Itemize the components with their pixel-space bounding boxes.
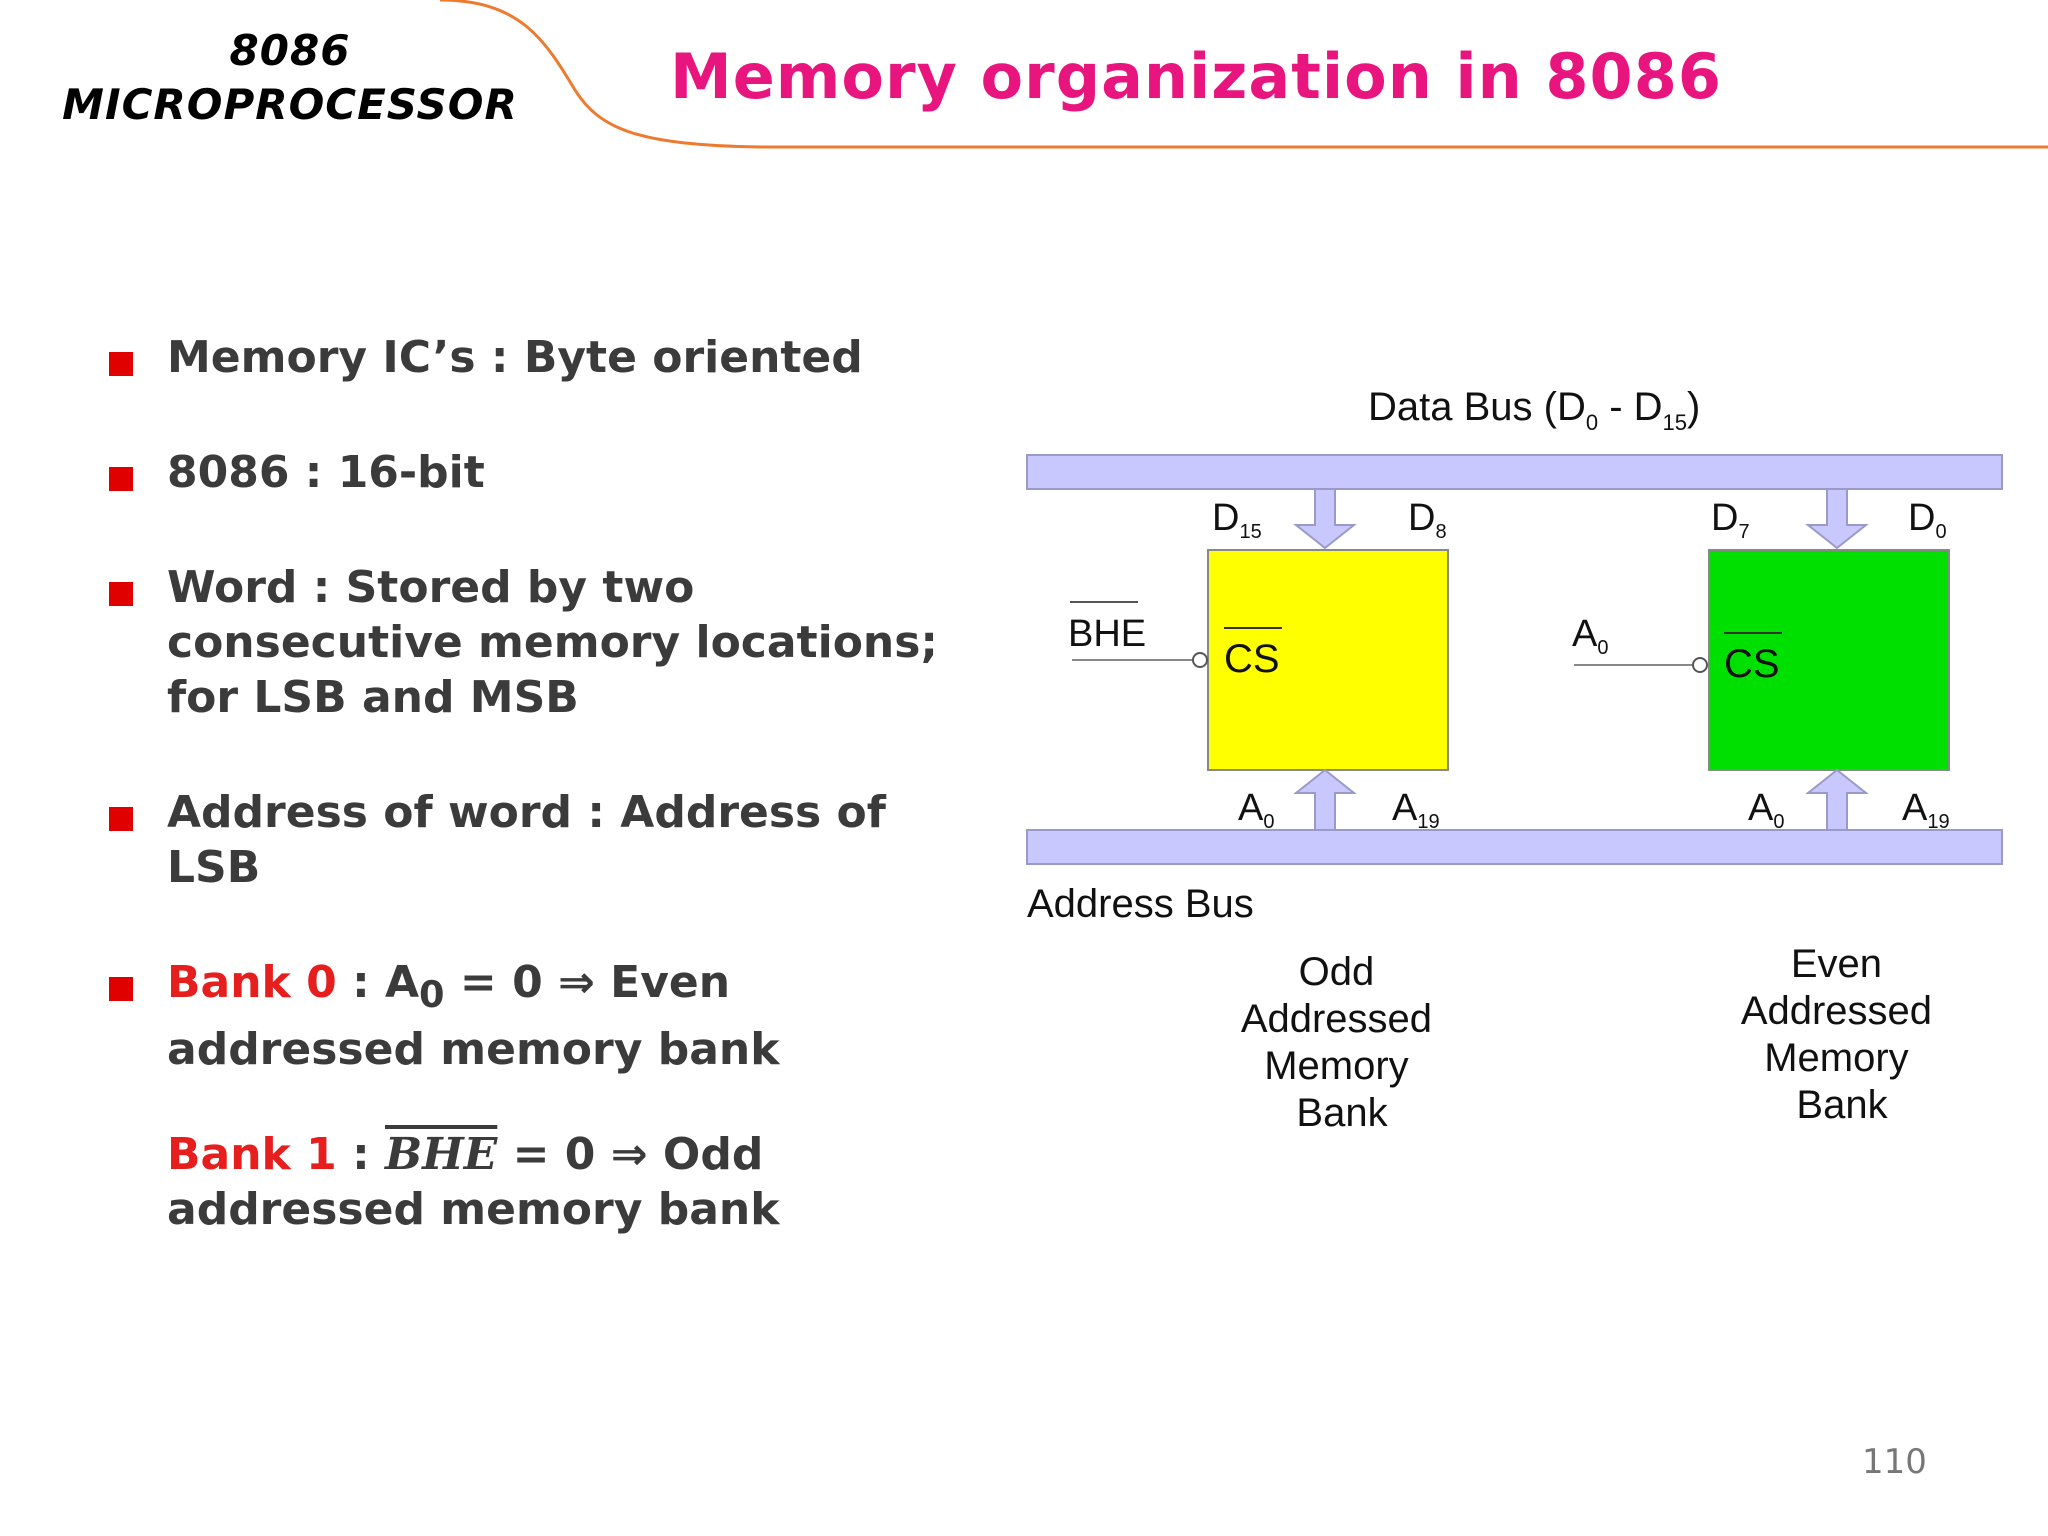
bullet-square-icon: [109, 807, 133, 831]
memory-bank-diagram: Data Bus (D0 - D15) Address Bus D15 D8 A…: [1026, 385, 2003, 1135]
odd-a19-label: A19: [1392, 787, 1440, 833]
bank-1-rest: = 0 ⇒ Odd addressed memory bank: [167, 1128, 780, 1235]
even-bank-caption: Even Addressed Memory Bank: [1741, 942, 1943, 1127]
brand-line-2: MICROPROCESSOR: [62, 80, 518, 129]
odd-bhe-label: BHE: [1068, 613, 1146, 655]
bullet-square-icon: [109, 977, 133, 1001]
odd-bank-chip: [1207, 549, 1449, 771]
page-number: 110: [1862, 1442, 1927, 1482]
even-address-arrow: [1805, 768, 1869, 831]
data-bus-label: Data Bus (D0 - D15): [1368, 385, 1700, 435]
even-a0-select-label: A0: [1572, 613, 1608, 659]
bank-0-subscript: 0: [419, 972, 445, 1016]
odd-d15-label: D15: [1212, 497, 1262, 543]
bullet-text: 8086 : 16-bit: [167, 447, 485, 498]
bank-0-label: Bank 0: [167, 957, 337, 1008]
bullet-list: Memory IC’s : Byte oriented 8086 : 16-bi…: [105, 330, 985, 1297]
odd-bhe-inverter-icon: [1192, 652, 1208, 668]
bullet-text: Address of word : Address of LSB: [167, 787, 886, 893]
even-data-arrow: [1805, 488, 1869, 550]
odd-data-arrow: [1293, 488, 1357, 550]
odd-a0-label: A0: [1238, 787, 1274, 833]
bank-0-rest: = 0 ⇒ Even addressed memory bank: [167, 957, 780, 1075]
address-bus: [1026, 829, 2003, 865]
odd-bank-caption: Odd Addressed Memory Bank: [1241, 950, 1443, 1135]
bullet-item-bank-0: Bank 0 : A0 = 0 ⇒ Even addressed memory …: [105, 955, 985, 1237]
odd-cs-label: CS: [1224, 637, 1280, 681]
bank-0-colon: : A: [336, 957, 420, 1008]
even-a19-label: A19: [1902, 787, 1950, 833]
bank-1-colon: :: [336, 1128, 385, 1180]
even-a0-inverter-icon: [1692, 657, 1708, 673]
even-d7-label: D7: [1711, 497, 1750, 543]
bullet-item: Memory IC’s : Byte oriented: [105, 330, 985, 385]
header-curve: [439, 0, 2048, 149]
odd-d8-label: D8: [1408, 497, 1447, 543]
odd-memory-bank: D15 D8 A0 A19 BHE CS Odd Addressed Memor…: [1068, 488, 1449, 1135]
even-memory-bank: D7 D0 A0 A19 A0 CS Even Addressed Memory…: [1572, 488, 1950, 1127]
address-bus-label: Address Bus: [1027, 882, 1254, 926]
even-d0-label: D0: [1908, 497, 1947, 543]
even-a0-label: A0: [1748, 787, 1784, 833]
bank-1-signal: BHE: [384, 1128, 498, 1180]
bank-1-label: Bank 1: [167, 1128, 337, 1180]
brand-line-1: 8086: [229, 26, 351, 75]
bullet-square-icon: [109, 582, 133, 606]
even-bank-chip: [1708, 549, 1950, 771]
bank-1-line: Bank 1 : BHE = 0 ⇒ Odd addressed memory …: [167, 1127, 985, 1237]
bullet-square-icon: [109, 467, 133, 491]
header-brand: 8086 MICROPROCESSOR: [60, 24, 520, 132]
slide-title: Memory organization in 8086: [670, 40, 1722, 113]
bullet-text: Memory IC’s : Byte oriented: [167, 332, 863, 383]
bullet-item: 8086 : 16-bit: [105, 445, 985, 500]
data-bus: [1026, 454, 2003, 490]
bullet-square-icon: [109, 352, 133, 376]
bullet-item: Address of word : Address of LSB: [105, 785, 985, 895]
bullet-text: Word : Stored by two consecutive memory …: [167, 562, 939, 723]
odd-address-arrow: [1293, 768, 1357, 831]
bullet-item: Word : Stored by two consecutive memory …: [105, 560, 985, 725]
even-cs-label: CS: [1724, 642, 1780, 686]
